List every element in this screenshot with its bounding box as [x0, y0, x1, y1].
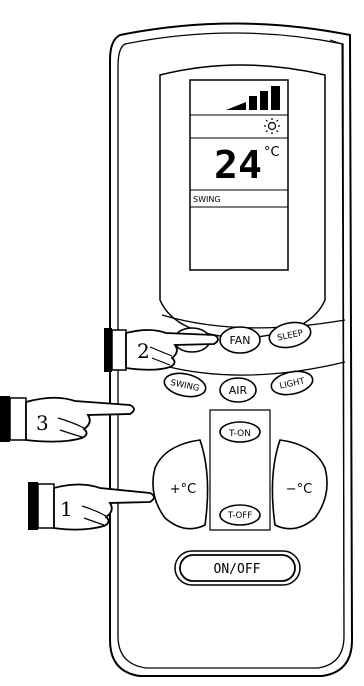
- temp-up-button-label: +°C: [170, 482, 196, 497]
- sleep-button[interactable]: SLEEP: [267, 319, 313, 351]
- pointing-hand-2: 2: [104, 328, 219, 372]
- t-off-button-label: T-OFF: [227, 511, 252, 521]
- temperature-readout: 24: [214, 143, 262, 187]
- temp-down-button-label: −°C: [286, 482, 312, 497]
- fan-button-label: FAN: [229, 334, 250, 347]
- on-off-button-label: ON/OFF: [214, 562, 261, 577]
- t-off-button[interactable]: T-OFF: [219, 504, 261, 526]
- sun-icon: [264, 118, 280, 134]
- t-on-button[interactable]: T-ON: [219, 421, 261, 443]
- callout-1: 1: [60, 497, 73, 521]
- fan-button[interactable]: FAN: [219, 326, 261, 354]
- timer-frame: [209, 409, 271, 531]
- on-off-button[interactable]: ON/OFF: [174, 550, 301, 586]
- temp-up-button[interactable]: +°C: [152, 439, 209, 530]
- callout-3: 3: [36, 411, 49, 435]
- fan-speed-bars-icon: [226, 86, 280, 110]
- t-on-button-label: T-ON: [228, 429, 251, 439]
- swing-button[interactable]: SWING: [162, 370, 208, 400]
- callout-2: 2: [137, 339, 150, 363]
- mode-label: SWING: [193, 195, 221, 204]
- temperature-unit: °C: [264, 145, 280, 160]
- light-button[interactable]: LIGHT: [269, 368, 315, 398]
- air-button[interactable]: AIR: [219, 377, 257, 403]
- lcd-screen: [189, 79, 289, 271]
- temp-down-button[interactable]: −°C: [271, 439, 328, 530]
- pointing-hand-3: 3: [0, 396, 135, 443]
- air-button-label: AIR: [229, 384, 248, 397]
- pointing-hand-1: 1: [28, 482, 155, 531]
